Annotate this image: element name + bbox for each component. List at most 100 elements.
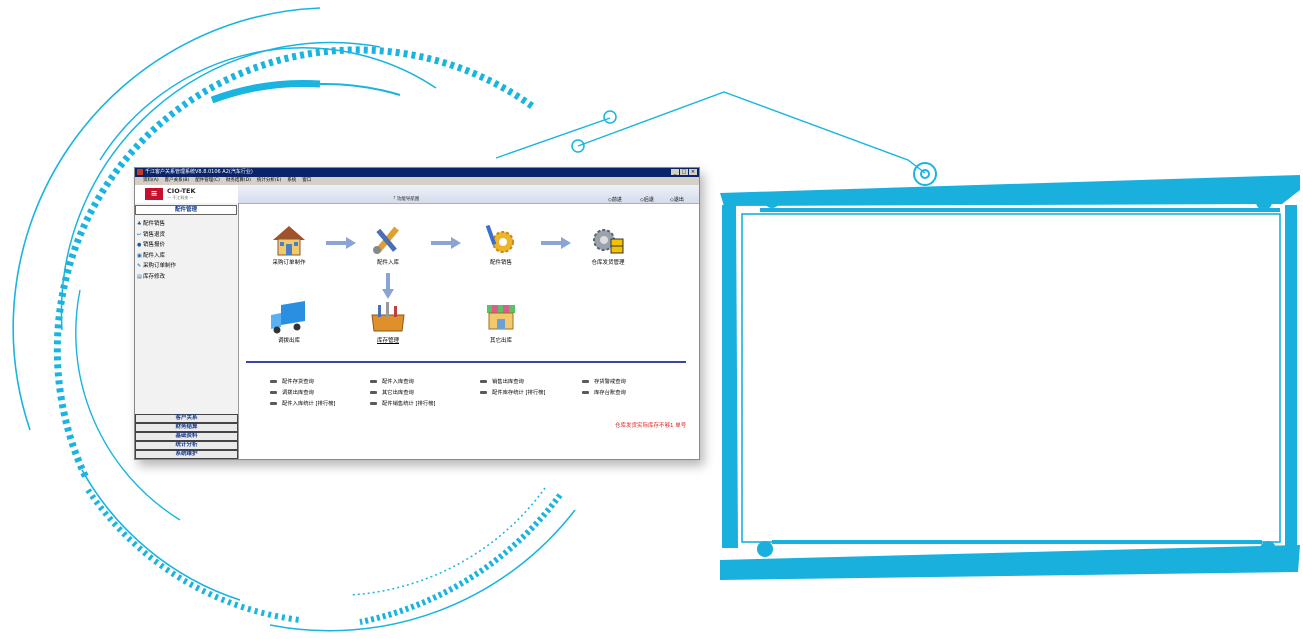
flow-stock-in[interactable]: 配件入库 [358,223,418,266]
sidebar-item-purchase-order[interactable]: ✎采购订单制作 [135,261,238,272]
circuit-node [913,162,937,186]
sidebar-section-title[interactable]: 配件管理 [135,205,237,215]
category-basic-data[interactable]: 基础资料 [135,432,238,441]
close-button[interactable]: × [689,169,697,175]
bullet-icon [370,380,377,383]
header-title: 「 功能导航图 [391,197,420,202]
circuit-node [603,110,617,124]
ring-arc [359,493,563,625]
frame-left-bar [722,205,738,548]
category-statistics[interactable]: 统计分析 [135,441,238,450]
sidebar-item-sales[interactable]: ♣配件销售 [135,219,238,230]
menu-item[interactable]: 客户关系(B) [164,178,190,183]
frame-bottom-bar [720,545,1300,580]
flow-label: 调拨出库 [277,338,300,344]
ring-arc [75,289,181,521]
maximize-button[interactable]: □ [680,169,688,175]
app-window: 千江客户关系管理系统V8.8.0106 A2(汽车行业) _ □ × 资料(A)… [134,167,700,460]
bullet-icon [582,391,589,394]
window-controls: _ □ × [671,169,697,175]
frame-node [1260,541,1276,557]
arrow-down-icon [382,273,394,299]
menu-bar: 资料(A) 客户关系(B) 配件管理(C) 财务结算(D) 统计分析(E) 系统… [135,177,699,185]
query-link[interactable]: 调拨出库查询 [270,388,314,396]
ring-arc [81,469,241,601]
menu-item[interactable]: 统计分析(E) [256,178,282,183]
flow-label: 配件销售 [489,260,512,266]
sidebar-categories: 客户关系 财务结算 基础资料 统计分析 系统维护 [135,414,238,459]
toolbox-icon [371,302,405,332]
tools-icon [373,226,399,254]
query-link[interactable]: 其它出库查询 [370,388,414,396]
frame-node [1256,194,1272,210]
flow-purchase-order[interactable]: 采购订单制作 [259,223,319,266]
circuit-line [495,117,611,159]
query-link[interactable]: 库存台账查询 [582,388,626,396]
circuit-node [920,169,930,179]
query-link[interactable]: 配件销售统计 [排行榜] [370,399,436,407]
flow-sales[interactable]: 配件销售 [471,223,531,266]
frame-top-bar [720,175,1300,206]
bullet-icon [480,391,487,394]
query-link[interactable]: 存货警戒查询 [582,377,626,385]
query-link[interactable]: 配件库存统计 [排行榜] [480,388,546,396]
logo: ≡ CIO-TEK — 千江科技 — [135,185,238,204]
menu-item[interactable]: 财务结算(D) [225,178,251,183]
quote-icon: ● [137,242,142,248]
circuit-line [577,91,926,174]
warning-message[interactable]: 仓库发货实际库存不够1 单号 [615,423,687,429]
stock-edit-icon: ▤ [137,273,142,280]
brand-mark-icon: ≡ [145,188,163,200]
sidebar-item-return[interactable]: ↩销售退货 [135,230,238,241]
flow-stock-management[interactable]: 库存管理 [358,299,418,344]
arrow-right-icon [431,237,461,249]
window-title: 千江客户关系管理系统V8.8.0106 A2(汽车行业) [145,169,253,175]
ring-arc [85,488,301,623]
category-finance[interactable]: 财务结算 [135,423,238,432]
menu-item[interactable]: 系统 [287,178,297,183]
category-customer-relations[interactable]: 客户关系 [135,414,238,423]
back-button[interactable]: ◇后退 [640,197,654,203]
app-icon [137,169,143,175]
flow-transfer-out[interactable]: 调拨出库 [259,299,319,344]
exit-button[interactable]: ◇退出 [670,197,684,203]
purchase-order-icon: ✎ [137,263,142,269]
flow-other-out[interactable]: 其它出库 [471,299,531,344]
frame-top-inner [760,208,1280,212]
title-bar: 千江客户关系管理系统V8.8.0106 A2(汽车行业) _ □ × [135,168,699,177]
ring-arc [269,509,576,632]
bullet-icon [370,402,377,405]
frame-node [757,541,773,557]
header-bar: 「 功能导航图 ◇前进 ◇后退 ◇退出 [238,185,699,204]
circuit-node [571,139,585,153]
sales-icon: ♣ [137,221,142,227]
sidebar-item-label: 库存修改 [143,273,166,280]
menu-item[interactable]: 窗口 [302,178,312,183]
warehouse-gears-icon [593,229,624,254]
ring-arc [99,47,437,161]
ring-arc [53,46,535,482]
sidebar-item-label: 销售退货 [143,231,166,238]
query-link[interactable]: 配件存货查询 [270,377,314,385]
truck-icon [271,301,305,334]
sidebar-item-label: 配件销售 [143,221,166,227]
bullet-icon [270,402,277,405]
query-link[interactable]: 配件入库查询 [370,377,414,385]
sidebar-item-stock-edit[interactable]: ▤库存修改 [135,272,238,283]
forward-button[interactable]: ◇前进 [608,197,622,203]
query-link[interactable]: 配件入库统计 [排行榜] [270,399,336,407]
frame-node [764,192,780,208]
sidebar-item-label: 配件入库 [143,252,166,259]
menu-item[interactable]: 资料(A) [143,178,159,183]
minimize-button[interactable]: _ [671,169,679,175]
flow-label: 配件入库 [376,260,399,266]
query-link[interactable]: 销售出库查询 [480,377,524,385]
flow-warehouse-shipping[interactable]: 仓库发货管理 [578,223,638,266]
sidebar-item-stock-in[interactable]: ▣配件入库 [135,251,238,262]
sidebar-item-quote[interactable]: ●销售报价 [135,240,238,251]
bullet-icon [270,380,277,383]
category-system[interactable]: 系统维护 [135,450,238,459]
menu-item[interactable]: 配件管理(C) [195,178,220,183]
divider [246,361,686,363]
